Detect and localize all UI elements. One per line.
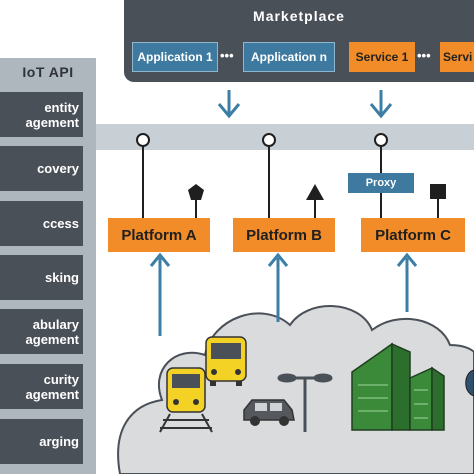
- iot-api-item-label: entity agement: [25, 99, 79, 130]
- platform-c[interactable]: Platform C: [361, 218, 465, 252]
- iot-api-title: IoT API: [22, 64, 74, 80]
- iot-api-item-label: covery: [37, 161, 79, 176]
- proxy-box[interactable]: Proxy: [348, 173, 414, 193]
- iot-api-item-label: sking: [45, 270, 79, 285]
- triangle-icon: [306, 184, 324, 218]
- car-icon: [243, 399, 295, 426]
- iot-api-item-charging[interactable]: arging: [0, 419, 83, 464]
- platform-connectors: [136, 133, 388, 218]
- marketplace-ellipsis: •••: [417, 48, 431, 63]
- iot-api-item-discovery[interactable]: covery: [0, 146, 83, 191]
- iot-api-item-label: abulary agement: [25, 316, 79, 347]
- tram-icon: [159, 367, 213, 433]
- marketplace-service-1[interactable]: Service 1: [349, 42, 415, 72]
- marketplace-arrows: [217, 90, 393, 119]
- iot-api-item-label: curity agement: [25, 371, 79, 402]
- device-arrows: [149, 252, 418, 336]
- iot-api-item-label: arging: [39, 434, 79, 449]
- platform-a[interactable]: Platform A: [108, 218, 210, 252]
- bus-icon: [205, 336, 247, 386]
- marketplace-application-n[interactable]: Application n: [243, 42, 335, 72]
- iot-api-item-tasking[interactable]: sking: [0, 255, 83, 300]
- iot-api-item-security-management[interactable]: curity agement: [0, 364, 83, 409]
- api-bus: [96, 124, 474, 150]
- pentagon-icon: [188, 184, 204, 218]
- iot-api-item-access[interactable]: ccess: [0, 201, 83, 246]
- square-icon: [430, 184, 446, 218]
- platform-b[interactable]: Platform B: [233, 218, 335, 252]
- buildings-icon: [351, 342, 445, 431]
- iot-api-item-identity-management[interactable]: entity agement: [0, 92, 83, 137]
- marketplace-service-2[interactable]: Servi: [440, 42, 474, 72]
- marketplace-title: Marketplace: [253, 8, 345, 24]
- iot-api-item-label: ccess: [42, 216, 79, 231]
- street-lamp-icon: [277, 373, 333, 432]
- iot-api-item-vocabulary-management[interactable]: abulary agement: [0, 309, 83, 354]
- marketplace-ellipsis: •••: [220, 48, 234, 63]
- marketplace-application-1[interactable]: Application 1: [132, 42, 218, 72]
